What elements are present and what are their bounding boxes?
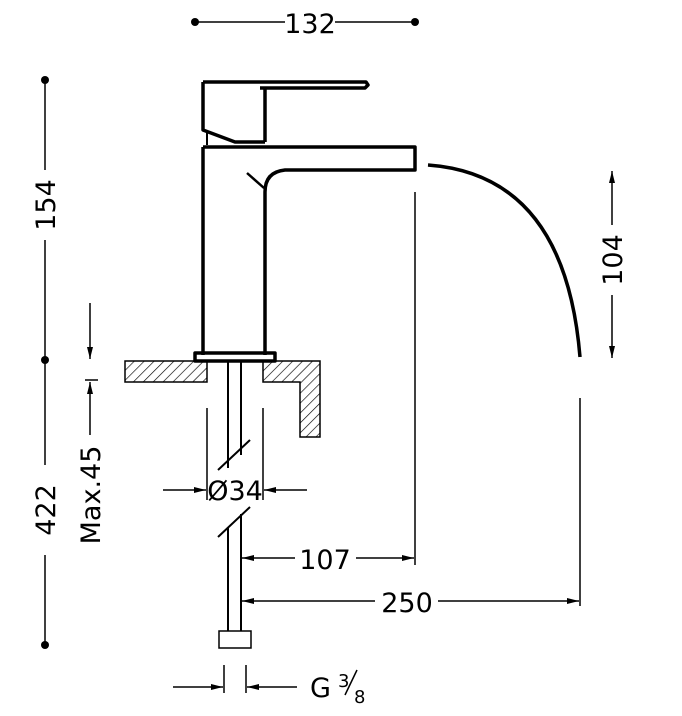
- dimension-label-107: 107: [299, 545, 351, 576]
- dimension-label-132: 132: [284, 9, 336, 40]
- dimension-104: 104: [598, 171, 629, 358]
- countertop-section: [124, 360, 321, 438]
- dimension-132: 132: [191, 9, 419, 40]
- dimension-250: 250: [242, 588, 579, 619]
- dimension-label-422: 422: [31, 484, 62, 536]
- dimension-diameter-34: Ø34: [163, 476, 307, 507]
- dimension-label-34: Ø34: [207, 476, 263, 507]
- water-stream: [427, 163, 582, 358]
- thread-label-prefix: G: [310, 673, 331, 704]
- dimension-107: 107: [242, 545, 414, 576]
- extension-lines: [85, 192, 581, 693]
- thread-label-denominator: 8: [354, 687, 365, 708]
- supply-hose: [217, 361, 252, 649]
- thread-label-numerator: 3: [338, 671, 349, 692]
- faucet-body: [193, 80, 417, 363]
- dimension-thread: G 3 8: [173, 669, 365, 708]
- dimension-label-154: 154: [31, 179, 62, 231]
- dimension-left-vertical: 154 422: [31, 76, 62, 649]
- dimension-label-104: 104: [598, 234, 629, 286]
- dimension-label-250: 250: [381, 588, 433, 619]
- dimension-max-45: Max.45: [76, 303, 107, 544]
- dimension-label-max45: Max.45: [76, 446, 107, 545]
